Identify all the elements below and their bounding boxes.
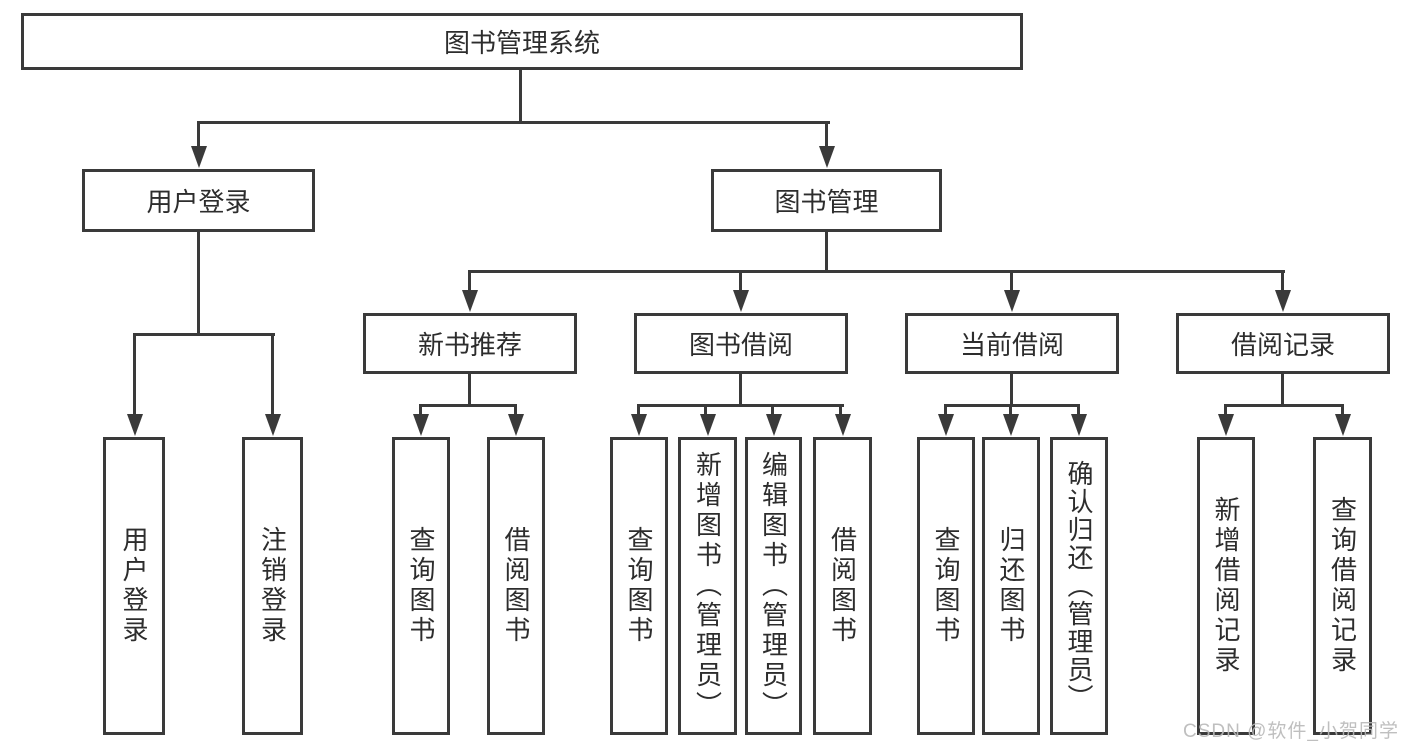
- connector-line: [771, 404, 774, 420]
- connector-line: [1281, 270, 1284, 294]
- node-current-borrow: 当前借阅: [905, 313, 1119, 374]
- arrowhead-down-icon: [1218, 414, 1234, 436]
- connector-line: [419, 404, 422, 420]
- leaf-query-book-current-label: 查询图书: [931, 526, 961, 646]
- leaf-return-book-label: 归还图书: [996, 526, 1026, 646]
- leaf-query-book-recommend: 查询图书: [392, 437, 450, 735]
- arrowhead-down-icon: [699, 414, 716, 436]
- arrowhead-down-icon: [1003, 414, 1019, 436]
- arrowhead-down-icon: [462, 290, 478, 312]
- connector-line: [1010, 270, 1013, 294]
- connector-line: [133, 333, 275, 336]
- connector-line: [1010, 372, 1013, 406]
- arrowhead-down-icon: [733, 290, 749, 312]
- node-new-book-recommend: 新书推荐: [363, 313, 577, 374]
- node-current-borrow-label: 当前借阅: [959, 330, 1064, 360]
- leaf-return-book: 归还图书: [982, 437, 1040, 735]
- node-user-login-label: 用户登录: [146, 187, 251, 217]
- node-root-label: 图书管理系统: [443, 28, 600, 58]
- connector-line: [839, 404, 842, 420]
- connector-line: [468, 372, 471, 406]
- connector-line: [419, 404, 517, 407]
- connector-line: [1281, 372, 1284, 406]
- connector-line: [637, 404, 844, 407]
- leaf-edit-book-admin: 编辑图书（管理员）: [745, 437, 802, 735]
- connector-line: [637, 404, 640, 420]
- arrowhead-down-icon: [765, 414, 782, 436]
- connector-line: [1224, 404, 1227, 420]
- connector-line: [739, 270, 742, 294]
- leaf-add-borrow-record: 新增借阅记录: [1197, 437, 1255, 735]
- leaf-query-book-current: 查询图书: [917, 437, 975, 735]
- arrowhead-down-icon: [126, 414, 143, 436]
- node-borrow-record: 借阅记录: [1176, 313, 1390, 374]
- leaf-query-borrow-record: 查询借阅记录: [1313, 437, 1372, 735]
- arrowhead-down-icon: [190, 146, 207, 168]
- leaf-query-book-borrow-label: 查询图书: [624, 526, 654, 646]
- leaf-query-book-borrow: 查询图书: [610, 437, 668, 735]
- leaf-edit-book-admin-label: 编辑图书（管理员）: [758, 451, 789, 721]
- leaf-user-login-label: 用户登录: [119, 526, 149, 646]
- connector-line: [519, 68, 522, 123]
- arrowhead-down-icon: [938, 414, 954, 436]
- leaf-add-book-admin-label: 新增图书（管理员）: [692, 451, 723, 721]
- arrowhead-down-icon: [264, 414, 281, 436]
- connector-line: [704, 404, 707, 420]
- connector-line: [133, 333, 136, 418]
- arrowhead-down-icon: [818, 146, 835, 168]
- connector-line: [825, 121, 828, 148]
- arrowhead-down-icon: [508, 414, 524, 436]
- connector-line: [1009, 404, 1012, 420]
- connector-line: [1341, 404, 1344, 420]
- node-book-management: 图书管理: [711, 169, 942, 232]
- arrowhead-down-icon: [631, 414, 647, 436]
- node-book-management-label: 图书管理: [774, 187, 879, 217]
- connector-line: [197, 121, 830, 124]
- leaf-logout-label: 注销登录: [257, 526, 288, 646]
- connector-line: [944, 404, 1080, 407]
- leaf-confirm-return-admin-label: 确认归还（管理员）: [1064, 460, 1094, 712]
- connector-line: [197, 121, 200, 148]
- connector-line: [944, 404, 947, 420]
- watermark: CSDN @软件_小贺同学: [1183, 721, 1399, 742]
- leaf-borrow-book-recommend-label: 借阅图书: [501, 526, 531, 646]
- connector-line: [468, 270, 1285, 273]
- connector-line: [514, 404, 517, 420]
- connector-line: [468, 270, 471, 294]
- connector-line: [271, 333, 274, 418]
- node-book-borrow-label: 图书借阅: [688, 330, 793, 360]
- arrowhead-down-icon: [413, 414, 429, 436]
- connector-line: [825, 230, 828, 272]
- connector-line: [739, 372, 742, 406]
- connector-line: [1224, 404, 1343, 407]
- leaf-borrow-book-recommend: 借阅图书: [487, 437, 545, 735]
- leaf-add-book-admin: 新增图书（管理员）: [678, 437, 737, 735]
- node-book-borrow: 图书借阅: [634, 313, 848, 374]
- node-new-book-recommend-label: 新书推荐: [417, 330, 522, 360]
- node-user-login: 用户登录: [82, 169, 315, 232]
- leaf-query-book-recommend-label: 查询图书: [406, 526, 436, 646]
- leaf-add-borrow-record-label: 新增借阅记录: [1211, 496, 1241, 676]
- connector-line: [1077, 404, 1080, 420]
- leaf-confirm-return-admin: 确认归还（管理员）: [1050, 437, 1108, 735]
- arrowhead-down-icon: [1071, 414, 1087, 436]
- arrowhead-down-icon: [834, 414, 851, 436]
- connector-line: [197, 230, 200, 335]
- leaf-borrow-book: 借阅图书: [813, 437, 872, 735]
- arrowhead-down-icon: [1334, 414, 1351, 436]
- leaf-query-borrow-record-label: 查询借阅记录: [1327, 496, 1358, 676]
- node-borrow-record-label: 借阅记录: [1230, 330, 1335, 360]
- leaf-logout: 注销登录: [242, 437, 303, 735]
- arrowhead-down-icon: [1004, 290, 1020, 312]
- leaf-borrow-book-label: 借阅图书: [827, 526, 858, 646]
- node-root: 图书管理系统: [21, 13, 1023, 70]
- arrowhead-down-icon: [1275, 290, 1291, 312]
- leaf-user-login: 用户登录: [103, 437, 165, 735]
